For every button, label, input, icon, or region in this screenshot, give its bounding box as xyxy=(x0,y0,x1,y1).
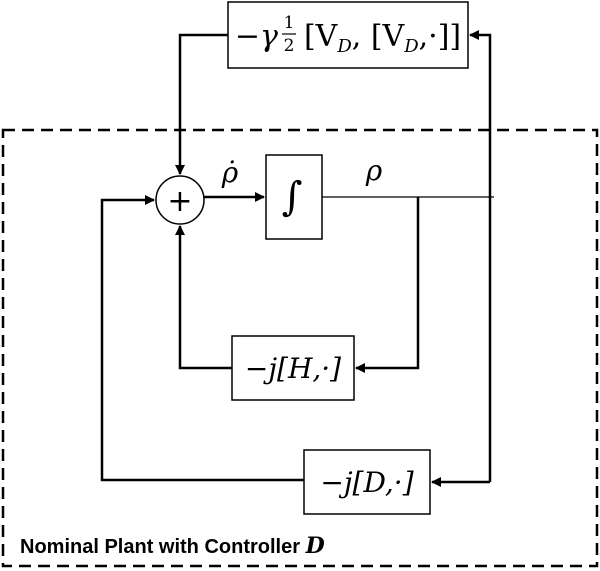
hamiltonian-label: −j[H,·] xyxy=(245,352,341,385)
arrow-dissipator-to-sum xyxy=(175,33,228,175)
arrow-hamiltonian-to-sum xyxy=(175,225,232,370)
summing-junction-plus: + xyxy=(167,184,192,219)
controller-block xyxy=(303,449,431,515)
arrow-rho-to-hamiltonian xyxy=(355,197,420,373)
hamiltonian-block xyxy=(231,335,355,401)
plant-caption: Nominal Plant with Controller D xyxy=(20,533,325,559)
dissipator-block xyxy=(227,1,469,69)
rho-dot-label: ρ̇ xyxy=(221,156,239,189)
integrator-symbol: ∫ xyxy=(282,174,303,220)
integrator-block xyxy=(265,154,323,240)
summing-junction xyxy=(155,175,205,225)
dissipator-fraction-denominator: 2 xyxy=(284,36,295,56)
plant-boundary xyxy=(1,128,599,568)
arrow-controller-to-sum xyxy=(100,195,304,482)
dissipator-label: −γ[VD, [VD,·]] xyxy=(235,19,461,57)
arrow-rho-to-dissipator xyxy=(469,30,492,482)
rho-label: ρ xyxy=(365,154,383,187)
controller-label: −j[D,·] xyxy=(320,466,413,499)
dissipator-fraction-numerator: 1 xyxy=(284,13,295,33)
